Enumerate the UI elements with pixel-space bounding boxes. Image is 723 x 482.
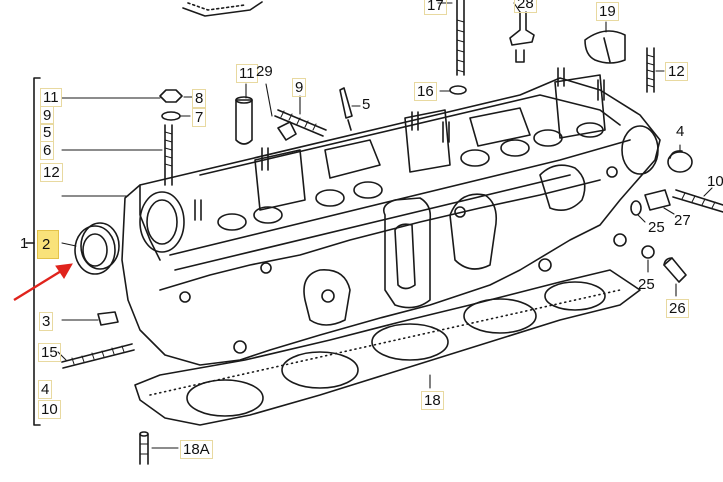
stud-6 bbox=[164, 124, 173, 186]
label-18: 18 bbox=[421, 391, 444, 410]
label-11-top: 11 bbox=[236, 64, 258, 83]
pointer-arrow bbox=[13, 263, 73, 302]
pin-5 bbox=[339, 87, 353, 119]
nut-8 bbox=[159, 89, 183, 103]
leader-lines bbox=[57, 2, 713, 449]
label-25-upper: 25 bbox=[648, 219, 665, 236]
key-label-10: 10 bbox=[38, 400, 61, 419]
key-label-1: 1 bbox=[20, 235, 29, 252]
label-26: 26 bbox=[666, 299, 689, 318]
part-29 bbox=[277, 121, 297, 141]
label-7: 7 bbox=[192, 108, 207, 127]
label-19: 19 bbox=[596, 2, 619, 21]
cylinder-head bbox=[121, 74, 661, 366]
label-16: 16 bbox=[414, 82, 437, 101]
key-bracket bbox=[33, 77, 41, 426]
head-gasket bbox=[134, 269, 641, 426]
key-label-12: 12 bbox=[40, 163, 63, 182]
label-10-right: 10 bbox=[707, 173, 723, 190]
stud-17 bbox=[456, 0, 465, 76]
oil-seal-2 bbox=[74, 225, 116, 275]
label-12-right: 12 bbox=[665, 62, 688, 81]
dowel-18a bbox=[139, 433, 149, 465]
label-5-top: 5 bbox=[362, 96, 371, 113]
key-label-2-highlighted: 2 bbox=[37, 230, 60, 259]
sensor-27 bbox=[644, 189, 671, 211]
washer-16 bbox=[449, 85, 467, 95]
stud-15 bbox=[61, 343, 135, 369]
sleeve-11 bbox=[235, 99, 253, 145]
cap-3 bbox=[97, 311, 119, 326]
label-29: 29 bbox=[256, 63, 273, 80]
washer-25b bbox=[641, 245, 655, 259]
key-label-4: 4 bbox=[38, 380, 53, 399]
label-25-lower: 25 bbox=[638, 276, 655, 293]
label-27: 27 bbox=[674, 212, 691, 229]
label-9-top: 9 bbox=[292, 78, 307, 97]
label-18a: 18A bbox=[180, 440, 213, 459]
key-label-9: 9 bbox=[40, 106, 55, 125]
bracket-28 bbox=[509, 11, 535, 46]
label-17: 17 bbox=[424, 0, 447, 15]
washer-7 bbox=[161, 111, 181, 121]
key-label-6: 6 bbox=[40, 141, 55, 160]
washer-25a bbox=[630, 200, 642, 216]
label-8: 8 bbox=[192, 89, 207, 108]
key-label-15: 15 bbox=[38, 343, 61, 362]
plug-26 bbox=[663, 257, 687, 283]
label-28: 28 bbox=[514, 0, 537, 13]
key-label-5: 5 bbox=[40, 123, 55, 142]
bolt-9 bbox=[274, 109, 327, 137]
cap-19 bbox=[584, 30, 626, 64]
key-label-11: 11 bbox=[40, 88, 62, 107]
label-4-right: 4 bbox=[676, 123, 685, 140]
bolt-10 bbox=[672, 189, 723, 213]
valve-cover-gasket bbox=[182, 1, 263, 17]
head-studs bbox=[194, 67, 605, 221]
key-label-3: 3 bbox=[39, 312, 54, 331]
